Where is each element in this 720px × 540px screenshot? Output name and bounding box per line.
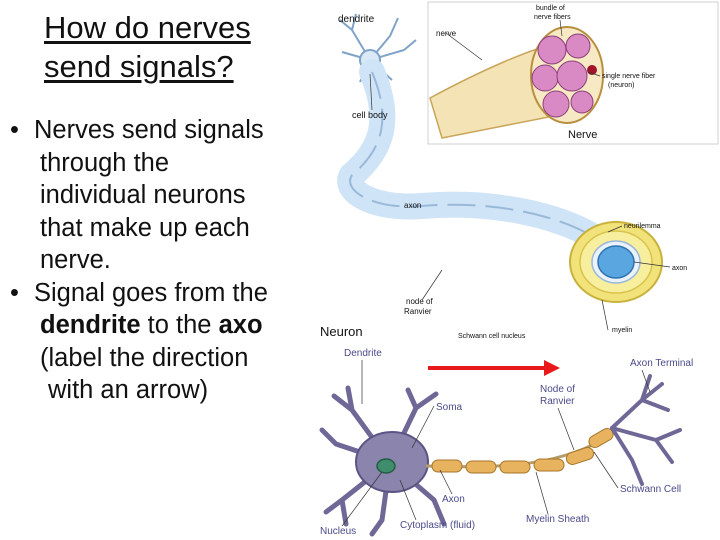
bullet-item-1: • Nerves send signals through the indivi… — [6, 114, 310, 277]
label-dendrite-top: dendrite — [338, 14, 375, 25]
label-myelin-sheath: Myelin Sheath — [526, 514, 589, 525]
label-axon-top: axon — [404, 201, 421, 210]
bullet-list: • Nerves send signals through the indivi… — [6, 114, 310, 407]
bullet-2-line-1: Signal goes from the — [34, 277, 310, 310]
label-axon-core: axon — [672, 265, 687, 272]
label-axon-bottom: Axon — [442, 494, 465, 505]
bullet-dot-icon: • — [10, 277, 19, 310]
title-line-2: send signals? — [44, 47, 304, 86]
bullet-2-line-3: (label the direction — [34, 342, 310, 375]
label-single-fiber-2: (neuron) — [608, 82, 634, 89]
label-neuron-title: Neuron — [320, 324, 363, 339]
term-axon: axo — [219, 311, 263, 339]
label-schwann-cell: Schwann Cell — [620, 484, 681, 495]
bullet-1-line-2: through the — [34, 147, 310, 180]
label-cell-body: cell body — [352, 110, 388, 120]
axon-core — [598, 246, 634, 278]
label-cytoplasm: Cytoplasm (fluid) — [400, 520, 475, 531]
label-soma: Soma — [436, 402, 463, 413]
nucleus-shape — [377, 459, 395, 473]
label-bundle-1: bundle of — [536, 5, 565, 12]
label-single-fiber-1: single nerve fiber — [602, 73, 656, 80]
bullet-1-line-3: individual neurons — [34, 179, 310, 212]
label-nucleus: Nucleus — [320, 526, 356, 537]
label-node-2: Ranvier — [404, 307, 432, 316]
axon-terminal-branches — [612, 376, 680, 484]
label-node-ranvier-1: Node of — [540, 384, 575, 395]
label-node-ranvier-2: Ranvier — [540, 396, 575, 407]
label-bundle-2: nerve fibers — [534, 14, 571, 21]
bullet-item-2: • Signal goes from the dendrite to the a… — [6, 277, 310, 407]
bullet-2-line-2: dendrite to the axo — [34, 309, 310, 342]
nerve-anatomy-figure: dendrite nerve bundle of nerve fibers si… — [312, 0, 720, 540]
term-dendrite: dendrite — [40, 311, 141, 339]
label-schwann-nucleus: Schwann cell nucleus — [458, 333, 526, 340]
bullet-1-line-5: nerve. — [34, 244, 310, 277]
direction-arrow-head-icon — [544, 360, 560, 376]
label-node-1: node of — [406, 297, 433, 306]
label-nerve-title: Nerve — [568, 129, 597, 141]
bullet-1-line-1: Nerves send signals — [34, 114, 310, 147]
title-line-1: How do nerves — [44, 8, 304, 47]
bullet-dot-icon: • — [10, 114, 19, 147]
label-dendrite-bottom: Dendrite — [344, 348, 382, 359]
myelin-sheath-segments — [432, 426, 615, 473]
label-axon-terminal: Axon Terminal — [630, 358, 693, 369]
slide-title: How do nerves send signals? — [44, 8, 304, 86]
bullet-2-line-4: with an arrow) — [34, 374, 310, 407]
connector-text: to the — [141, 311, 219, 339]
label-myelin: myelin — [612, 327, 632, 334]
label-neurilemma: neurilemma — [624, 223, 661, 230]
bullet-1-line-4: that make up each — [34, 212, 310, 245]
